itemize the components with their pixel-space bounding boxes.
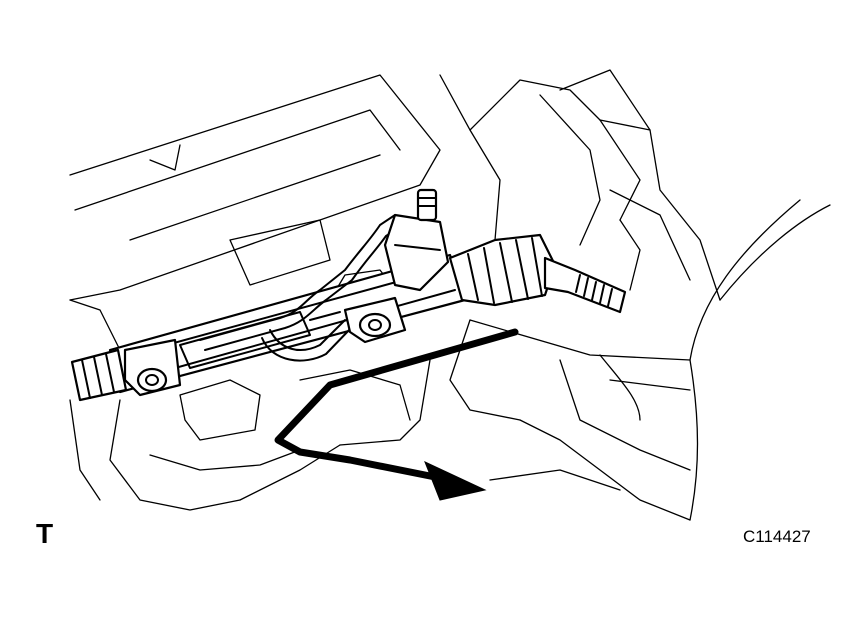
mounting-bushing-left <box>123 338 182 397</box>
view-marker-label: T <box>36 518 54 549</box>
pressure-lines <box>199 214 403 362</box>
mounting-bushing-right <box>343 296 407 344</box>
tie-rod-end <box>543 256 627 314</box>
left-boot <box>70 348 128 402</box>
removal-direction-arrow <box>274 328 519 501</box>
background-structure <box>69 69 831 521</box>
figure-code-label: C114427 <box>743 527 811 546</box>
right-boot <box>448 233 557 307</box>
valve-housing <box>383 188 450 292</box>
